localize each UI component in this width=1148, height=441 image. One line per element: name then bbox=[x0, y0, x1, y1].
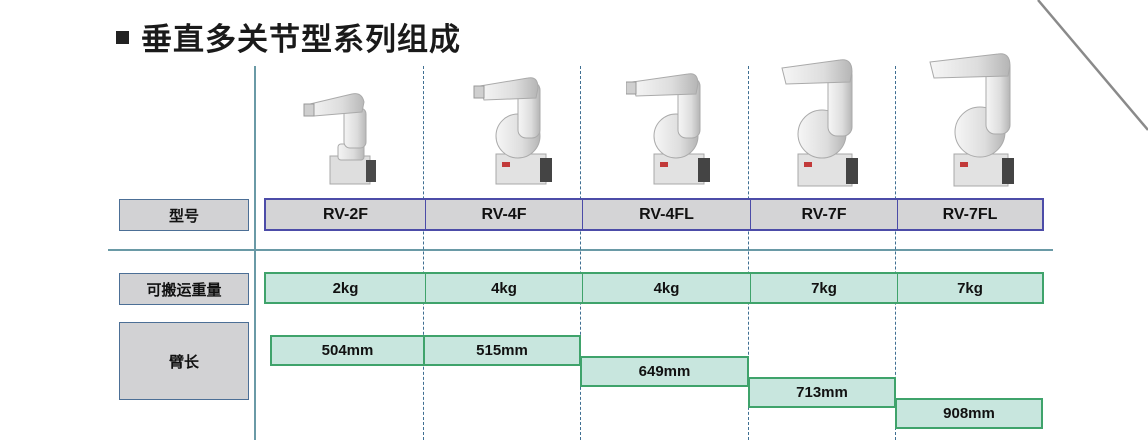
payload-cell: 4kg bbox=[582, 274, 750, 302]
column-divider bbox=[748, 66, 749, 440]
model-label: 型号 bbox=[119, 199, 249, 231]
reach-cell: 649mm bbox=[580, 356, 749, 387]
column-divider bbox=[423, 66, 424, 440]
model-cell: RV-4F bbox=[425, 200, 582, 229]
robot-rv-4fl-icon bbox=[626, 73, 710, 185]
robot-rv-2f-icon bbox=[303, 93, 376, 185]
robot-rv-4f-icon bbox=[473, 77, 552, 185]
robot-rv-7fl-icon bbox=[929, 53, 1014, 187]
model-cell: RV-7FL bbox=[897, 200, 1042, 229]
model-cell: RV-2F bbox=[322, 205, 369, 223]
payload-row: 2kg 4kg 4kg 7kg 7kg bbox=[264, 272, 1044, 304]
reach-cell: 504mm bbox=[270, 335, 425, 366]
payload-cell: 7kg bbox=[897, 274, 1042, 302]
payload-cell: 7kg bbox=[750, 274, 897, 302]
page-title: 垂直多关节型系列组成 bbox=[116, 18, 461, 62]
title-bullet-icon bbox=[116, 31, 129, 44]
model-row: RV-2F RV-4F RV-4FL RV-7F RV-7FL bbox=[264, 198, 1044, 231]
column-divider bbox=[895, 66, 896, 440]
vertical-divider bbox=[254, 66, 256, 440]
payload-cell: 2kg bbox=[332, 279, 359, 297]
model-cell: RV-4FL bbox=[582, 200, 750, 229]
model-label-text: 型号 bbox=[168, 206, 199, 225]
reach-cell: 713mm bbox=[748, 377, 896, 408]
payload-label: 可搬运重量 bbox=[119, 273, 249, 305]
corner-decoration-icon bbox=[1037, 0, 1148, 131]
model-cell: RV-7F bbox=[750, 200, 897, 229]
reach-cell: 515mm bbox=[423, 335, 581, 366]
reach-label-text: 臂长 bbox=[168, 352, 199, 371]
column-divider bbox=[580, 66, 581, 440]
payload-label-text: 可搬运重量 bbox=[146, 280, 222, 299]
payload-cell: 4kg bbox=[425, 274, 582, 302]
reach-cell: 908mm bbox=[895, 398, 1043, 429]
robot-rv-7f-icon bbox=[781, 59, 858, 187]
page-title-text: 垂直多关节型系列组成 bbox=[141, 22, 461, 58]
reach-label: 臂长 bbox=[119, 322, 249, 400]
